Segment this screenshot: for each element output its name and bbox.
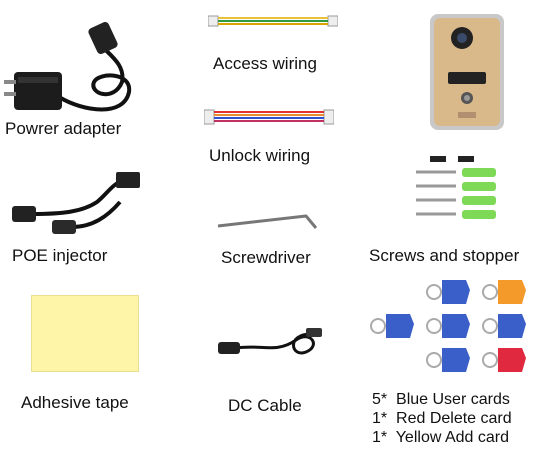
cards-line-red: 1* Red Delete card xyxy=(372,410,512,427)
dc-cable-image xyxy=(216,324,326,364)
power-adapter-image xyxy=(4,22,134,117)
power-adapter-label: Powrer adapter xyxy=(5,119,122,138)
doorbell-device-image xyxy=(428,12,506,132)
cards-line-blue: 5* Blue User cards xyxy=(372,391,510,408)
screws-stopper-label: Screws and stopper xyxy=(369,246,520,265)
unlock-wiring-image xyxy=(204,104,334,130)
rfid-cards-image xyxy=(370,276,540,386)
dc-cable-label: DC Cable xyxy=(228,396,302,415)
poe-injector-image xyxy=(12,172,142,237)
screwdriver-label: Screwdriver xyxy=(221,248,311,267)
cards-line-yellow: 1* Yellow Add card xyxy=(372,429,509,446)
adhesive-tape-image xyxy=(31,295,139,372)
poe-injector-label: POE injector xyxy=(12,246,108,265)
access-wiring-label: Access wiring xyxy=(213,54,317,73)
screwdriver-image xyxy=(216,206,321,232)
access-wiring-image xyxy=(208,10,338,32)
cards-description: 5* Blue User cards 1* Red Delete card 1*… xyxy=(372,390,512,447)
adhesive-tape-label: Adhesive tape xyxy=(21,393,129,412)
unlock-wiring-label: Unlock wiring xyxy=(209,146,311,165)
screws-stopper-image xyxy=(412,154,502,234)
